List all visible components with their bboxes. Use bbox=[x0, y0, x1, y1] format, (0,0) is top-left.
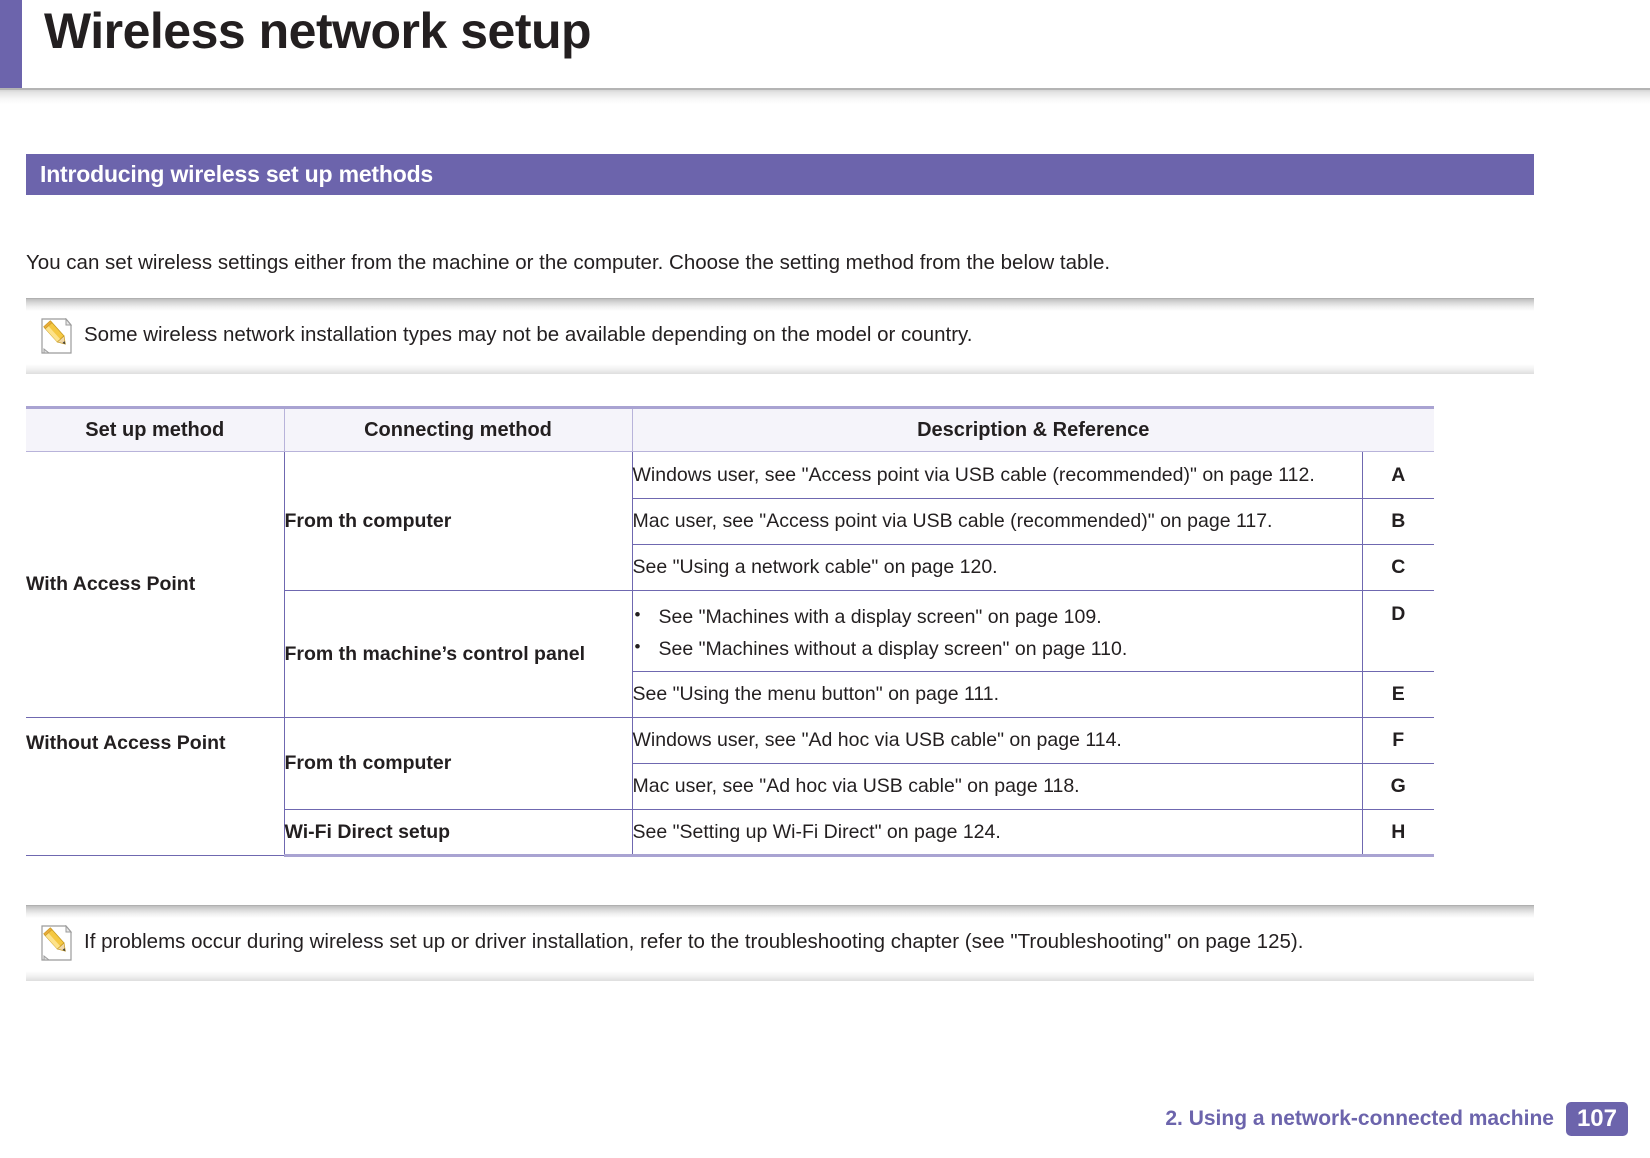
cell-reference-letter: B bbox=[1361, 498, 1435, 545]
cell-description: Mac user, see "Access point via USB cabl… bbox=[631, 498, 1363, 545]
column-header-connecting-method: Connecting method bbox=[283, 406, 633, 452]
cell-reference-letter: A bbox=[1361, 451, 1435, 499]
table-row: See "Using the menu button" on page 111.… bbox=[26, 671, 1435, 718]
table-row: Wi-Fi Direct setup See "Setting up Wi-Fi… bbox=[26, 809, 1435, 857]
note-bottom-text: If problems occur during wireless set up… bbox=[84, 930, 1304, 953]
cell-reference-letter: H bbox=[1361, 809, 1435, 857]
cell-reference-letter: C bbox=[1361, 544, 1435, 591]
cell-description: Mac user, see "Ad hoc via USB cable" on … bbox=[631, 763, 1363, 810]
title-underline-rule bbox=[0, 88, 1650, 104]
cell-connecting-method: From th computer bbox=[283, 451, 633, 591]
intro-paragraph: You can set wireless settings either fro… bbox=[26, 250, 1111, 274]
cell-reference-letter: E bbox=[1361, 671, 1435, 718]
cell-description: See "Using a network cable" on page 120. bbox=[631, 544, 1363, 591]
cell-description: Windows user, see "Access point via USB … bbox=[631, 451, 1363, 499]
note-bottom-shading bbox=[26, 971, 1534, 981]
table-row: Without Access Point From th computer Wi… bbox=[26, 717, 1435, 856]
page-footer: 2. Using a network-connected machine 107 bbox=[1165, 1101, 1628, 1136]
table-row: With Access Point From th computer Windo… bbox=[26, 451, 1435, 718]
cell-connecting-method: From th computer bbox=[283, 717, 633, 810]
note-bottom-shading bbox=[26, 364, 1534, 374]
note-box-top: Some wireless network installation types… bbox=[26, 298, 1534, 374]
cell-setup-method: With Access Point bbox=[26, 451, 285, 718]
note-top-text: Some wireless network installation types… bbox=[84, 323, 973, 346]
title-accent-bar bbox=[0, 0, 22, 88]
table-header-row: Set up method Connecting method Descript… bbox=[26, 406, 1435, 452]
bullet-item: See "Machines with a display screen" on … bbox=[633, 603, 1362, 631]
cell-reference-letter: G bbox=[1361, 763, 1435, 810]
table-row: See "Using a network cable" on page 120.… bbox=[26, 544, 1435, 591]
footer-page-number: 107 bbox=[1565, 1101, 1628, 1136]
cell-reference-letter: D bbox=[1361, 590, 1435, 672]
bullet-list: See "Machines with a display screen" on … bbox=[633, 603, 1362, 664]
page-title: Wireless network setup bbox=[44, 3, 592, 59]
page-title-zone: Wireless network setup bbox=[0, 0, 1650, 104]
section-header-band: Introducing wireless set up methods bbox=[26, 154, 1534, 195]
cell-connecting-method: From th machine’s control panel bbox=[283, 590, 633, 718]
cell-setup-method: Without Access Point bbox=[26, 717, 285, 856]
table-row: Mac user, see "Access point via USB cabl… bbox=[26, 498, 1435, 545]
cell-reference-letter: F bbox=[1361, 717, 1435, 764]
note-pencil-icon bbox=[40, 925, 74, 961]
setup-method-table-wrapper: Set up method Connecting method Descript… bbox=[26, 406, 1435, 857]
note-top-shading bbox=[26, 905, 1534, 918]
cell-connecting-method: Wi-Fi Direct setup bbox=[283, 809, 633, 857]
cell-description: Windows user, see "Ad hoc via USB cable"… bbox=[631, 717, 1363, 764]
note-pencil-icon bbox=[40, 318, 74, 354]
table-row: Mac user, see "Ad hoc via USB cable" on … bbox=[26, 763, 1435, 810]
column-header-description-reference: Description & Reference bbox=[631, 406, 1435, 452]
section-header-title: Introducing wireless set up methods bbox=[40, 161, 434, 187]
column-header-setup-method: Set up method bbox=[26, 406, 285, 452]
cell-description: See "Using the menu button" on page 111. bbox=[631, 671, 1363, 718]
cell-description-bullets: See "Machines with a display screen" on … bbox=[631, 590, 1363, 672]
note-top-shading bbox=[26, 298, 1534, 311]
footer-chapter-label: 2. Using a network-connected machine bbox=[1165, 1106, 1554, 1130]
setup-method-table: Set up method Connecting method Descript… bbox=[26, 406, 1435, 857]
table-row: From th machine’s control panel See "Mac… bbox=[26, 590, 1435, 718]
note-box-bottom: If problems occur during wireless set up… bbox=[26, 905, 1534, 981]
cell-description: See "Setting up Wi-Fi Direct" on page 12… bbox=[631, 809, 1363, 857]
bullet-item: See "Machines without a display screen" … bbox=[633, 635, 1362, 663]
